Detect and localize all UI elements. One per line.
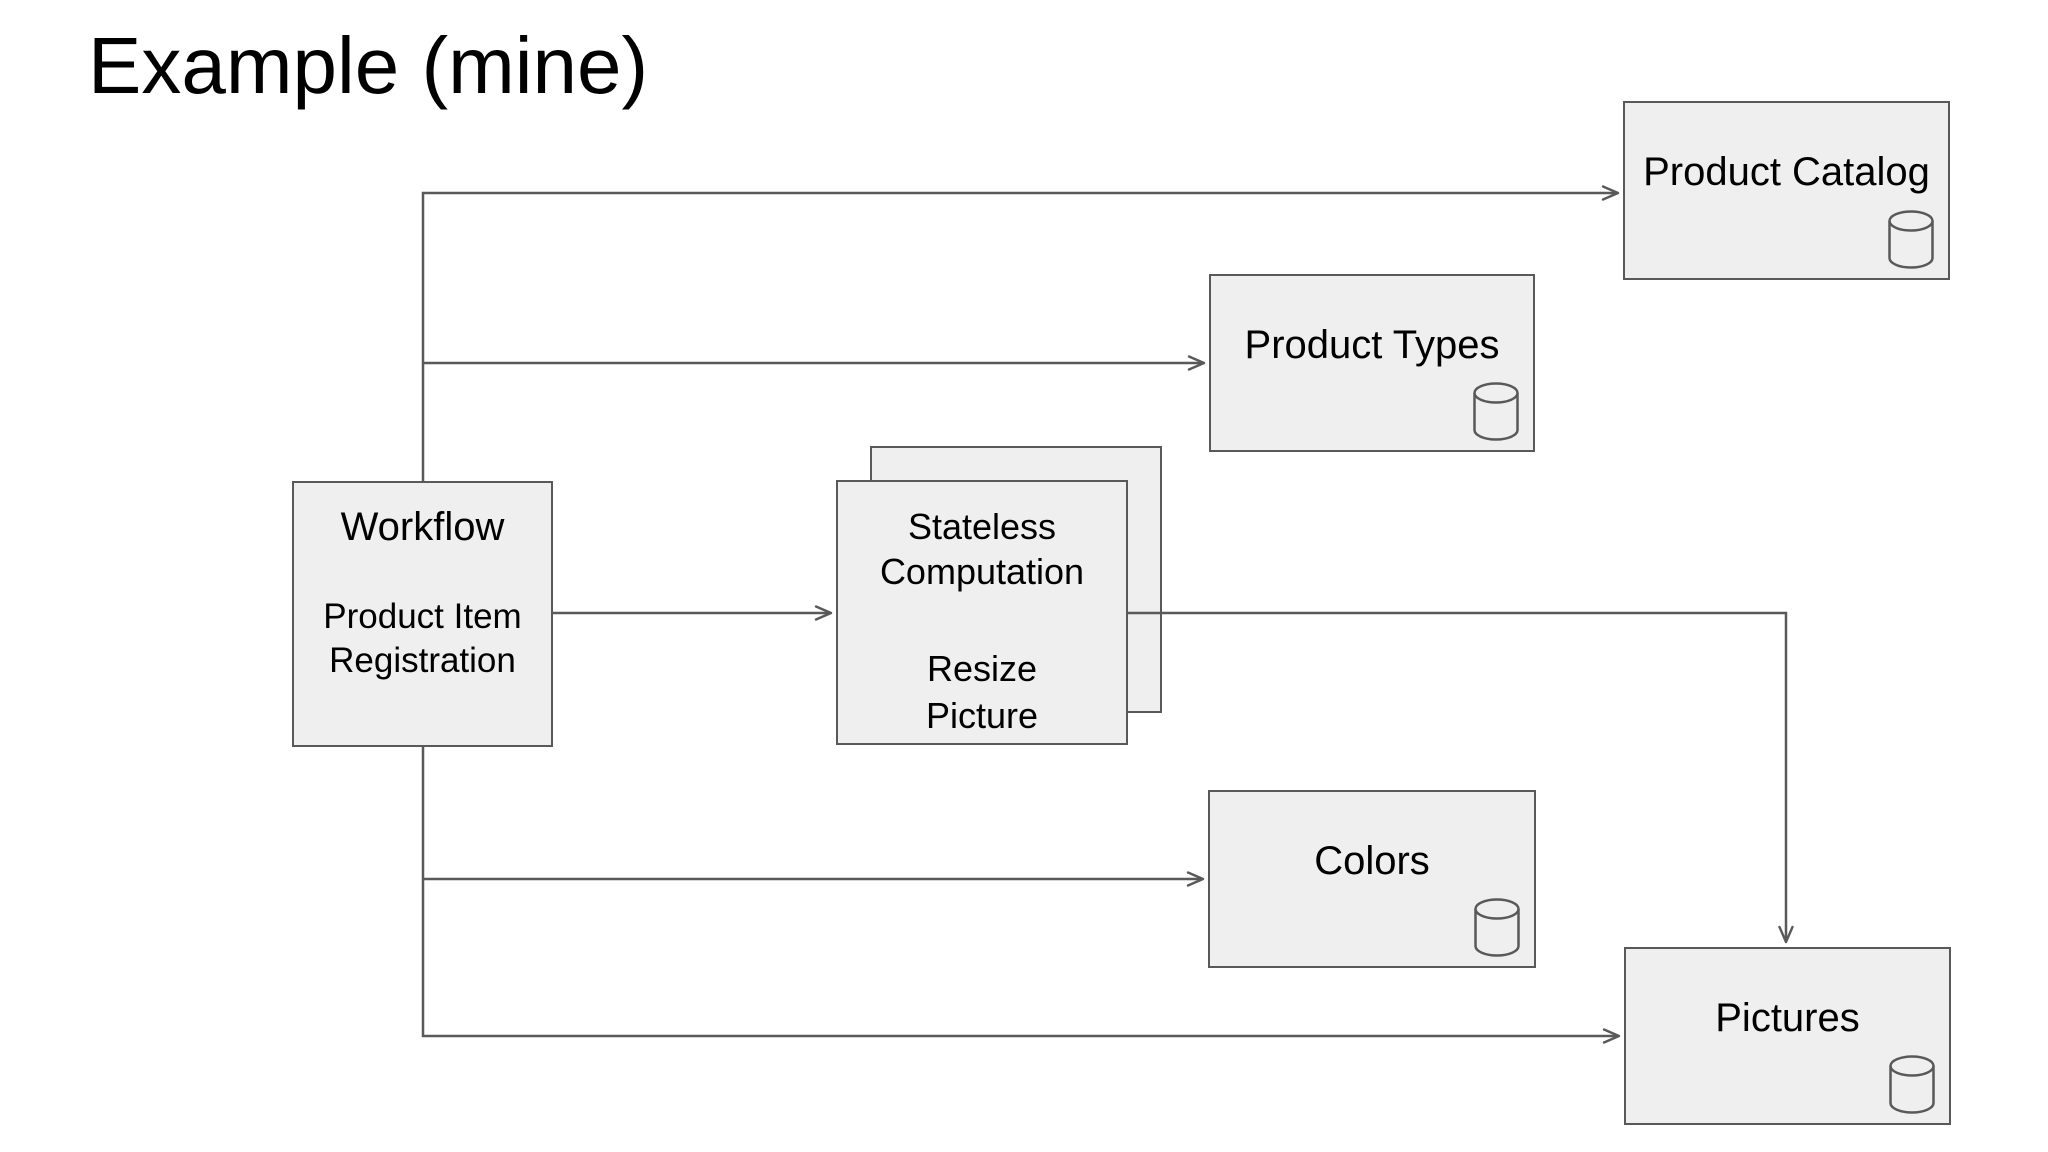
node-product-types: Product Types bbox=[1209, 274, 1535, 452]
database-cylinder-icon bbox=[1473, 382, 1519, 441]
node-stateless-label: Stateless Computation bbox=[879, 506, 1085, 592]
node-stateless-sublabel: Resize Picture bbox=[925, 648, 1039, 736]
database-cylinder-icon bbox=[1474, 898, 1520, 957]
node-pictures: Pictures bbox=[1624, 947, 1951, 1125]
node-workflow-sublabel: Product Item Registration bbox=[323, 597, 522, 680]
node-product-types-label: Product Types bbox=[1244, 323, 1500, 367]
node-product-catalog-label: Product Catalog bbox=[1643, 150, 1930, 194]
node-stateless-computation: Stateless Computation Resize Picture bbox=[836, 480, 1128, 745]
node-workflow: Workflow Product Item Registration bbox=[292, 481, 553, 747]
database-cylinder-icon bbox=[1888, 210, 1934, 269]
node-colors: Colors bbox=[1208, 790, 1536, 968]
node-workflow-label: Workflow bbox=[340, 505, 505, 549]
node-colors-label: Colors bbox=[1314, 839, 1430, 883]
node-product-catalog: Product Catalog bbox=[1623, 101, 1950, 280]
node-pictures-label: Pictures bbox=[1715, 996, 1860, 1040]
database-cylinder-icon bbox=[1889, 1055, 1935, 1114]
page-title: Example (mine) bbox=[88, 21, 649, 110]
